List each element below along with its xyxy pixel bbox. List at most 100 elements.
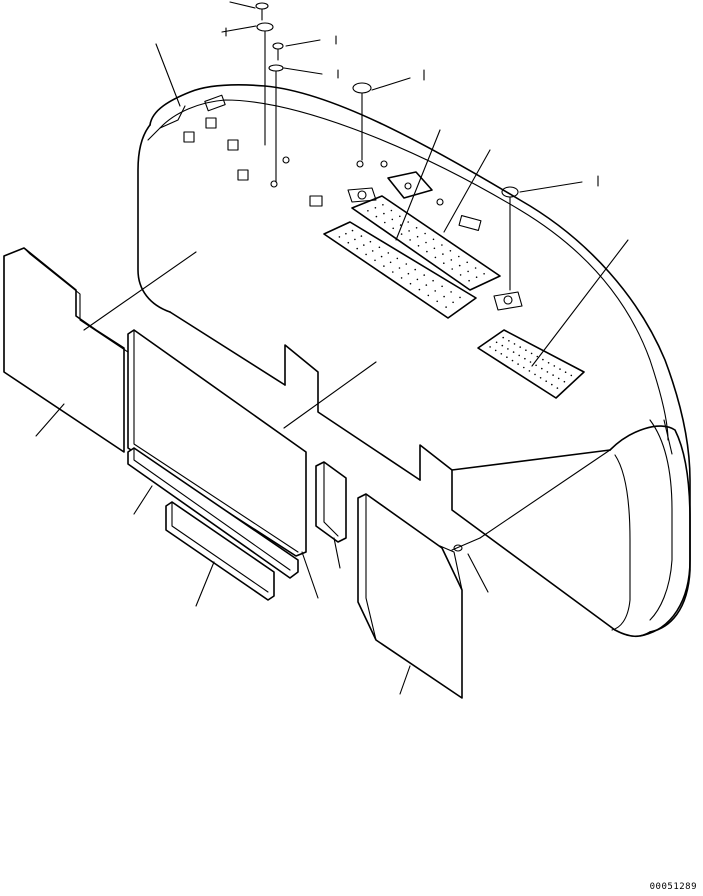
texture-dot [374, 207, 377, 209]
texture-dot [483, 273, 485, 275]
texture-dot [375, 215, 378, 218]
leader-lines [35, 1, 673, 695]
texture-dot [450, 291, 452, 293]
texture-dot [449, 250, 452, 252]
texture-dot [535, 364, 537, 367]
texture-dot [424, 232, 426, 235]
texture-dot [390, 209, 393, 212]
texture-dot [416, 278, 419, 281]
texture-dot [407, 272, 410, 275]
texture-dot [458, 255, 460, 258]
texture-dot [389, 261, 392, 264]
texture-dot [475, 276, 478, 279]
texture-dot [508, 340, 510, 342]
texture-dot [405, 263, 408, 265]
texture-dot [512, 351, 515, 353]
texture-dot [378, 246, 381, 249]
texture-dot [563, 380, 566, 383]
texture-dot [363, 244, 365, 246]
texture-dot [468, 279, 470, 282]
texture-dot [546, 371, 549, 373]
texture-dot [418, 288, 421, 291]
texture-dot [551, 383, 553, 386]
texture-dot [400, 233, 403, 235]
texture-dot [423, 274, 426, 276]
texture-dot [506, 356, 508, 359]
texture-dot [529, 361, 532, 363]
texture-dot [407, 221, 410, 223]
texture-dot [414, 268, 417, 271]
texture-dot [450, 259, 453, 261]
right-panel [357, 493, 463, 699]
texture-dot [507, 348, 509, 350]
small-block [315, 461, 347, 543]
texture-dot [570, 374, 573, 377]
texture-dot [542, 358, 544, 361]
texture-dot [443, 262, 445, 265]
texture-dot [434, 290, 437, 292]
texture-dot [552, 374, 554, 376]
counterweight-body [137, 84, 691, 638]
texture-dot [383, 265, 385, 267]
texture-dot [525, 349, 527, 352]
texture-dot [409, 239, 411, 241]
texture-dot [441, 244, 443, 246]
texture-dot [459, 296, 461, 299]
texture-dot [528, 370, 531, 372]
dotted-plates [323, 195, 585, 399]
texture-dot [351, 229, 354, 232]
texture-dot [400, 277, 403, 279]
texture-dot [443, 295, 445, 298]
texture-dot [426, 250, 428, 253]
texture-dot [467, 270, 469, 273]
texture-dot [564, 371, 567, 374]
texture-dot [399, 215, 401, 218]
texture-dot [556, 387, 559, 389]
bolt-set [255, 2, 519, 291]
texture-dot [380, 255, 383, 258]
texture-dot [518, 354, 520, 357]
texture-dot [391, 218, 394, 221]
texture-dot [433, 247, 436, 250]
texture-dot [539, 377, 542, 379]
texture-dot [398, 267, 401, 269]
long-bolt [451, 449, 611, 552]
texture-dot [409, 282, 412, 285]
texture-dot [445, 306, 447, 308]
texture-dot [384, 221, 386, 224]
texture-dot [511, 359, 514, 362]
texture-dot [519, 346, 521, 348]
texture-dot [396, 257, 399, 260]
texture-dot [495, 341, 498, 344]
texture-dot [441, 285, 443, 288]
texture-dot [383, 212, 385, 215]
texture-dot [345, 232, 347, 235]
left-panel [3, 247, 129, 453]
texture-dot [530, 352, 533, 355]
texture-dot [466, 261, 469, 264]
texture-dot [382, 204, 384, 206]
texture-dot [425, 284, 428, 286]
texture-dot [347, 241, 350, 244]
texture-dot [536, 355, 539, 358]
texture-dot [513, 343, 516, 345]
center-panel [127, 329, 307, 557]
callout-ticks [225, 27, 599, 187]
texture-dot [392, 227, 395, 230]
texture-dot [356, 247, 359, 250]
texture-dot [524, 357, 526, 360]
texture-dot [553, 365, 556, 367]
texture-dot [489, 346, 491, 348]
texture-dot [451, 268, 454, 270]
texture-dot [369, 240, 372, 243]
texture-dot [557, 377, 560, 380]
texture-dot [458, 264, 461, 267]
texture-dot [415, 227, 418, 229]
texture-dot [517, 363, 519, 365]
texture-dot [502, 336, 505, 339]
texture-dot [459, 274, 462, 276]
texture-dot [523, 366, 525, 369]
texture-dot [399, 224, 402, 226]
texture-dot [452, 301, 454, 304]
